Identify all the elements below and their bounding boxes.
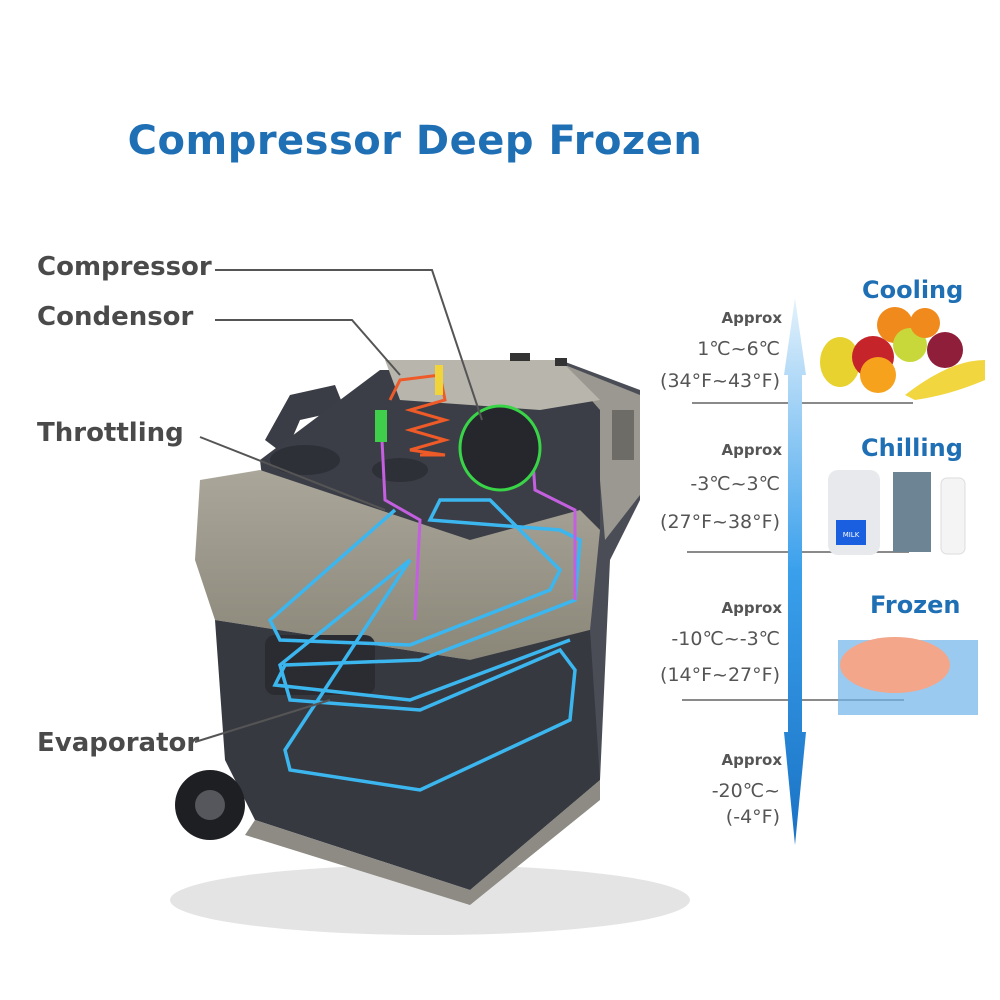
wheel-hub bbox=[195, 790, 225, 820]
evaporator-coil bbox=[267, 498, 582, 792]
refrigerant-pipe bbox=[380, 439, 422, 621]
button bbox=[555, 358, 567, 366]
fruit-image bbox=[820, 307, 985, 400]
zone-cooling-approx: Approx bbox=[721, 309, 782, 327]
frozen-shrimp-image bbox=[838, 637, 978, 715]
zone-cooling-title: Cooling bbox=[862, 276, 964, 304]
label-compressor: Compressor bbox=[37, 252, 212, 282]
zone-chilling-title: Chilling bbox=[861, 434, 963, 462]
cooler-front-upper bbox=[195, 470, 600, 660]
zone-chilling-fahrenheit: (27°F~38°F) bbox=[660, 511, 780, 533]
control-panel bbox=[565, 365, 640, 540]
bottom-rim bbox=[245, 780, 600, 905]
milk-image: MILK bbox=[828, 470, 966, 555]
handle bbox=[265, 385, 345, 455]
zone-deep-fahrenheit: (-4°F) bbox=[725, 806, 780, 828]
zone-frozen-fahrenheit: (14°F~27°F) bbox=[660, 664, 780, 686]
temperature-arrow bbox=[784, 298, 806, 845]
zone-frozen-celsius: -10℃~-3℃ bbox=[671, 628, 780, 650]
vent bbox=[612, 410, 634, 460]
zone-cooling-celsius: 1℃~6℃ bbox=[697, 338, 780, 360]
zone-frozen-approx: Approx bbox=[721, 599, 782, 617]
shadow bbox=[170, 865, 690, 935]
zone-frozen-title: Frozen bbox=[870, 591, 961, 619]
leader-lines bbox=[194, 269, 483, 743]
label-throttling: Throttling bbox=[37, 418, 184, 448]
page-title: Compressor Deep Frozen bbox=[127, 118, 703, 164]
zone-cooling-fahrenheit: (34°F~43°F) bbox=[660, 370, 780, 392]
cup-holder bbox=[372, 458, 428, 482]
zone-deep-approx: Approx bbox=[721, 751, 782, 769]
zone-chilling-approx: Approx bbox=[721, 441, 782, 459]
compressor-unit bbox=[458, 404, 542, 492]
condenser-coil bbox=[388, 373, 451, 457]
label-evaporator: Evaporator bbox=[37, 728, 200, 758]
cup-holder bbox=[270, 445, 340, 475]
milk-label: MILK bbox=[843, 531, 860, 539]
display bbox=[510, 353, 530, 361]
condenser-marker bbox=[435, 365, 443, 395]
throttle-valve bbox=[375, 410, 387, 442]
label-condensor: Condensor bbox=[37, 302, 194, 332]
zone-deep-celsius: -20℃~ bbox=[711, 780, 780, 802]
zone-chilling-celsius: -3℃~3℃ bbox=[690, 473, 780, 495]
